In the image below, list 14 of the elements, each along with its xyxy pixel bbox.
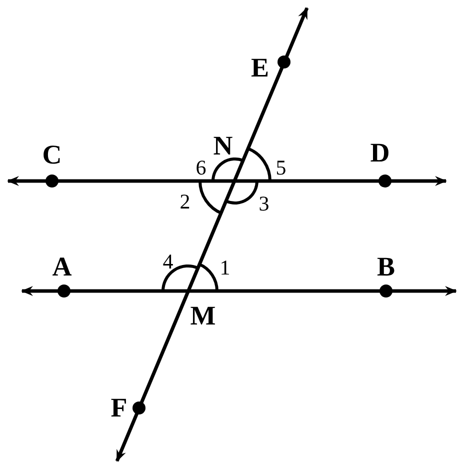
point-label: M bbox=[190, 302, 216, 330]
angle-label: 6 bbox=[196, 158, 206, 178]
point-label: B bbox=[377, 254, 395, 280]
angle-label: 1 bbox=[220, 258, 230, 278]
angle-label: 3 bbox=[258, 194, 270, 214]
point-label: D bbox=[370, 140, 390, 166]
angle-label: 2 bbox=[180, 192, 190, 212]
angle-label: 5 bbox=[276, 158, 286, 178]
point-label: N bbox=[213, 132, 233, 160]
point-label: E bbox=[251, 54, 269, 82]
point-label: F bbox=[110, 394, 128, 422]
point-label: A bbox=[52, 254, 72, 280]
point-label: C bbox=[42, 142, 62, 168]
angle-label: 4 bbox=[162, 252, 174, 272]
